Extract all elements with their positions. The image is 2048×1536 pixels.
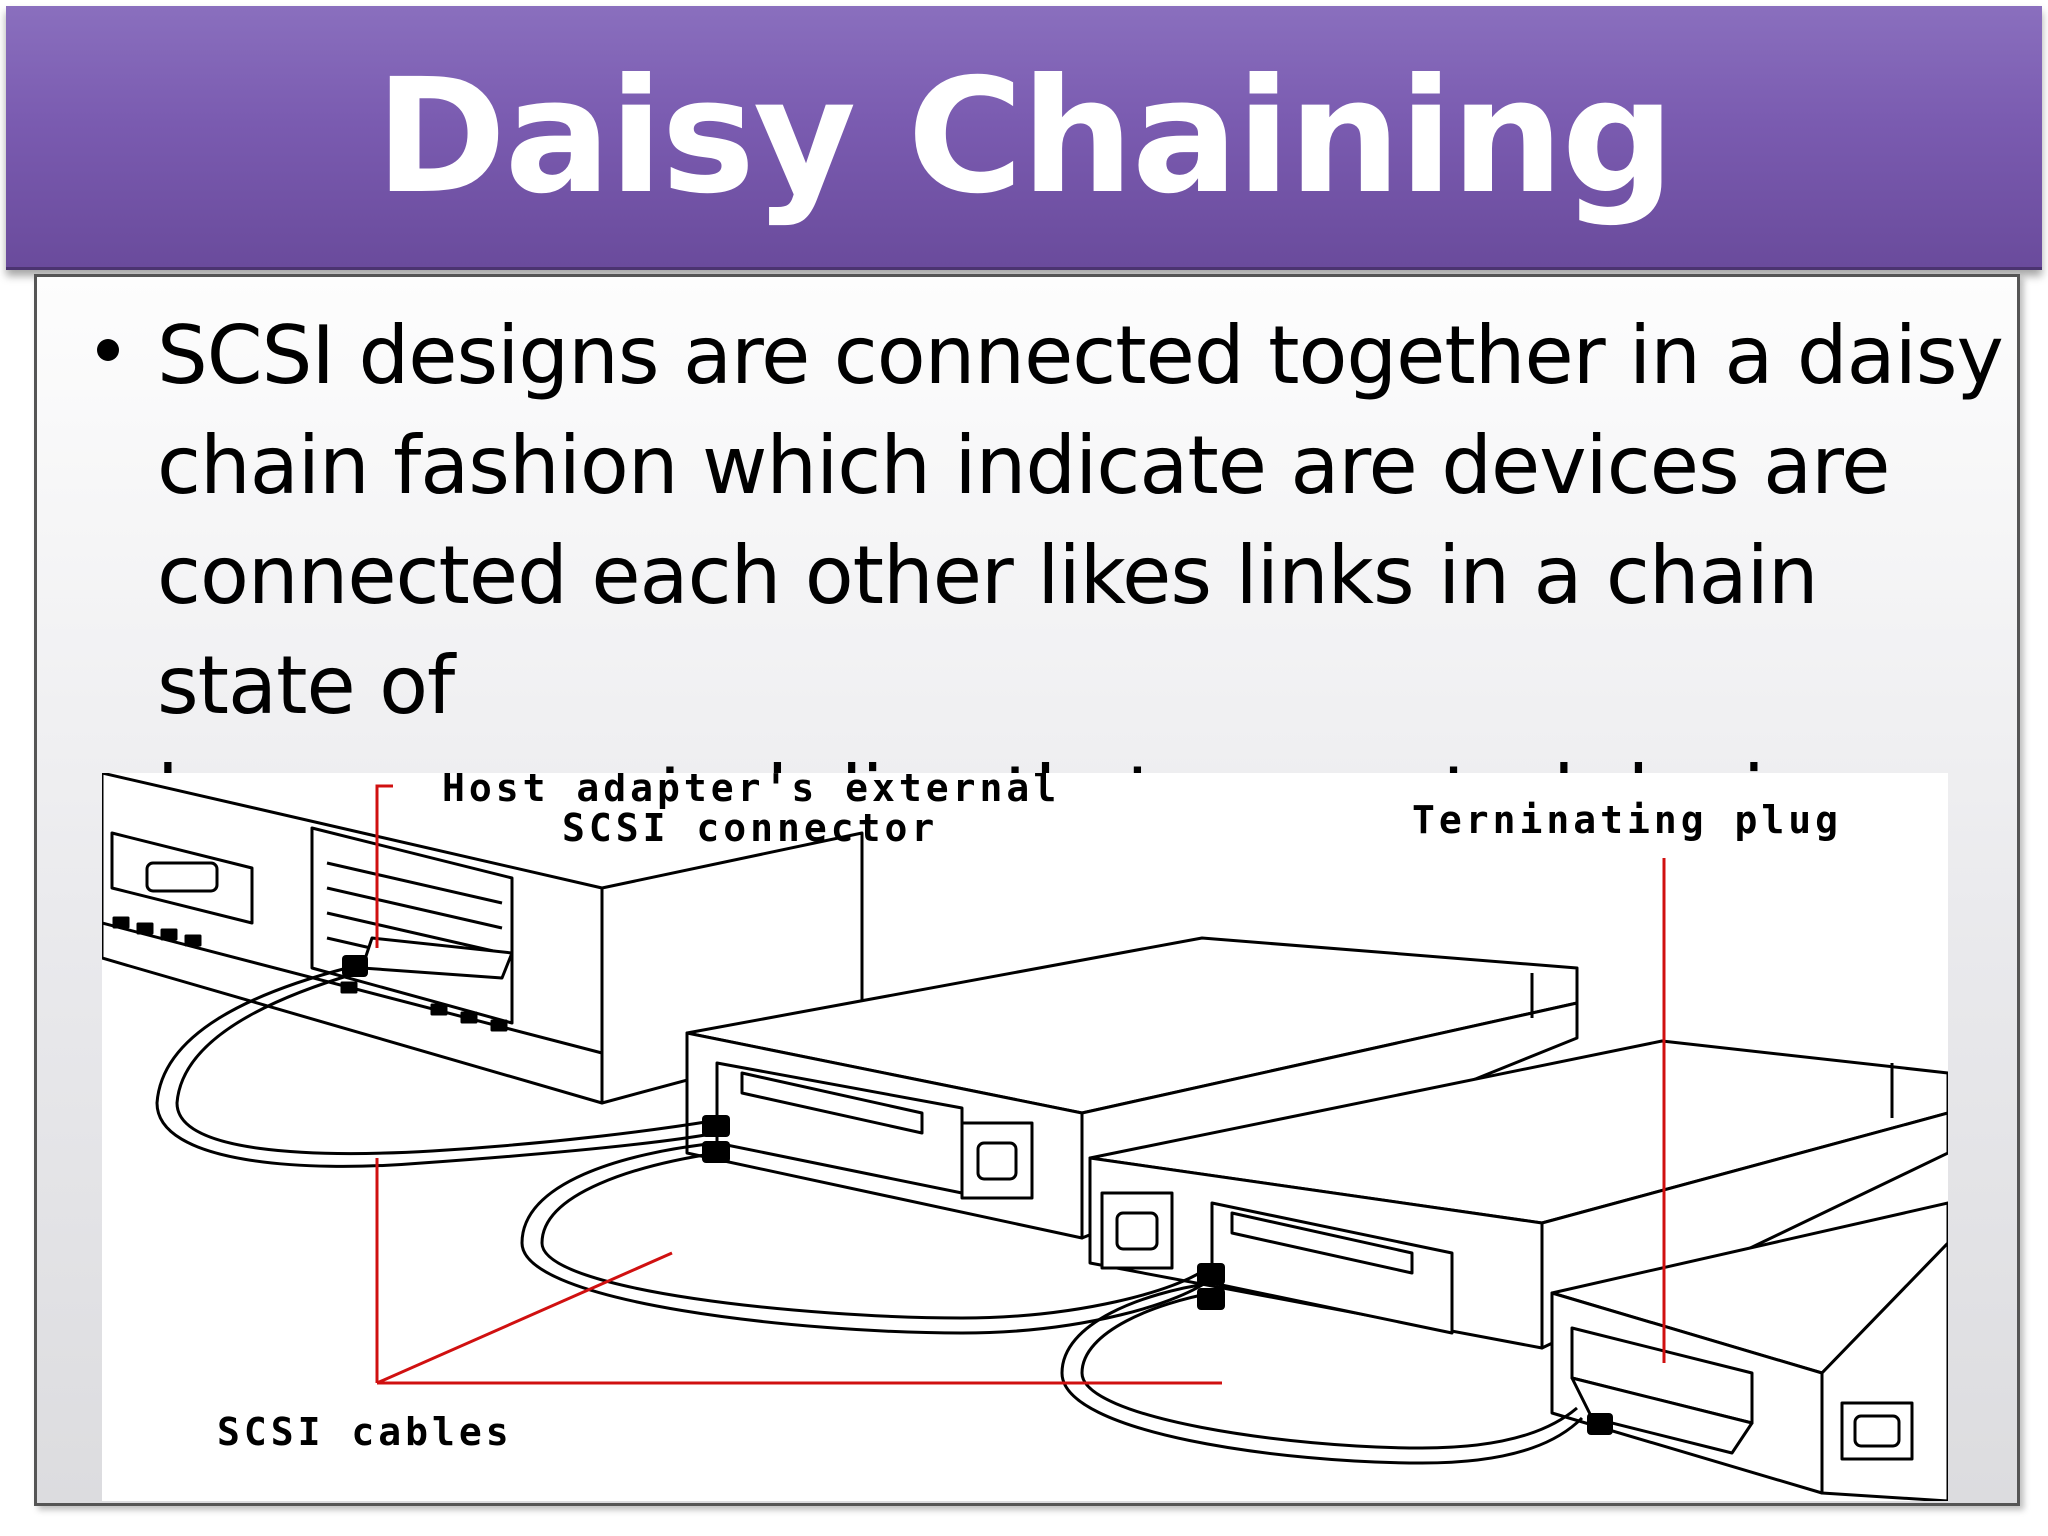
cable-connectors — [342, 955, 1613, 1435]
scsi-daisy-chain-diagram: Host adapter's external SCSI connector T… — [102, 773, 1948, 1501]
bullet-dot-icon — [97, 339, 119, 361]
label-terminating-plug: Terninating plug — [1412, 798, 1842, 842]
callout-lines — [375, 784, 1666, 1385]
label-host-adapter-line2: SCSI connector — [562, 806, 938, 850]
label-scsi-cables: SCSI cables — [217, 1410, 513, 1454]
scsi-cable-loops — [155, 966, 1584, 1465]
title-bar: Daisy Chaining — [6, 6, 2042, 270]
host-computer — [102, 773, 864, 1105]
terminating-plug — [1570, 1326, 1754, 1455]
label-host-adapter-line1: Host adapter's external — [442, 773, 1060, 810]
diagram-canvas: Host adapter's external SCSI connector T… — [102, 773, 1948, 1501]
slide-title: Daisy Chaining — [375, 44, 1674, 229]
scsi-device-1 — [685, 936, 1579, 1240]
